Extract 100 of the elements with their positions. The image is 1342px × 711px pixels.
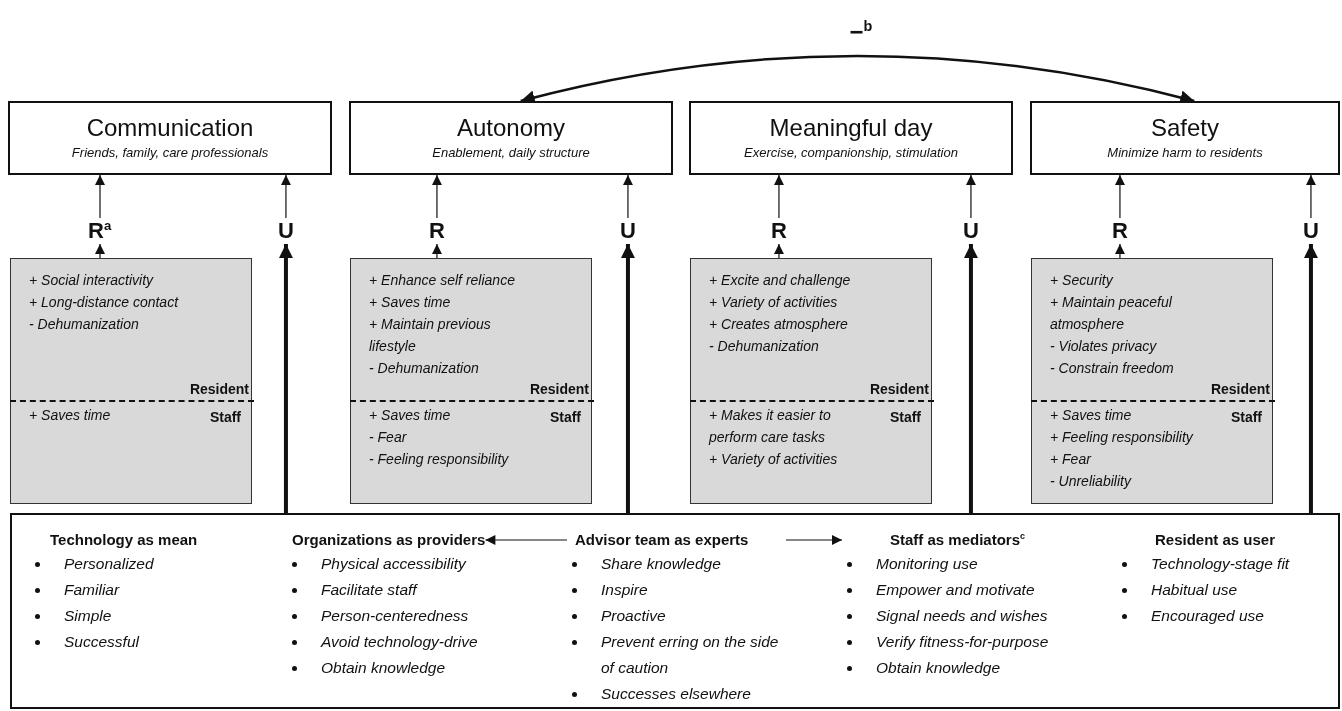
bullet-item: Successful (64, 632, 139, 652)
effect-item: - Fear (368, 428, 408, 447)
bullet-item: Empower and motivate (876, 580, 1035, 600)
effect-item: - Unreliability (1049, 472, 1133, 491)
bullet-item: Facilitate staff (321, 580, 417, 600)
column-heading: Staff as mediators$^{c}$ (890, 530, 1026, 550)
group-label: Staff (209, 408, 241, 426)
column-heading: Advisor team as experts (575, 530, 749, 550)
column-heading: Resident as user (1155, 530, 1276, 550)
bullet-item: Monitoring use (876, 554, 978, 574)
bullet-item: Personalized (64, 554, 154, 574)
effect-item: + Variety of activities (708, 293, 839, 312)
effect-item: + Variety of activities (708, 450, 839, 469)
letter-label: R (1112, 218, 1128, 244)
effect-item: + Saves time (368, 293, 452, 312)
bullet-item: Obtain knowledge (321, 658, 446, 678)
topic-box (8, 101, 332, 175)
arrow (95, 243, 105, 259)
group-label: Resident (1210, 380, 1270, 398)
bullet-item: Prevent erring on the side of caution (601, 632, 780, 678)
letter-label: R (771, 218, 787, 244)
group-label: Staff (549, 408, 581, 426)
bullet-item: Physical accessibility (321, 554, 466, 574)
arrow (1303, 244, 1318, 513)
group-label: Resident (869, 380, 929, 398)
effect-item: + Long-distance contact (28, 293, 180, 312)
effect-item: - Dehumanization (28, 315, 140, 334)
bullet-item: Person-centeredness (321, 606, 469, 626)
arrow (965, 174, 976, 219)
arrow (1114, 243, 1125, 259)
bullet-item: Avoid technology-drive (321, 632, 478, 652)
letter-label: R (429, 218, 445, 244)
column-heading: Organizations as providers (292, 530, 486, 550)
arrow (1305, 174, 1316, 219)
arrow (620, 244, 635, 513)
effects-panel (350, 258, 592, 504)
bullet-item: Successes elsewhere (601, 684, 751, 704)
arrow (278, 244, 293, 513)
box-subtitle: Enablement, daily structure (432, 144, 590, 162)
box-title: Safety (1150, 113, 1219, 143)
effect-item: + Saves time (368, 406, 452, 425)
effect-item: + Excite and challenge (708, 271, 852, 290)
edge-label: −$^{b}$ (849, 19, 873, 45)
group-label: Resident (529, 380, 589, 398)
arrow (484, 535, 568, 545)
effect-item: + Saves time (28, 406, 112, 425)
box-title: Autonomy (456, 113, 566, 143)
effect-item: - Feeling responsibility (368, 450, 510, 469)
arrow (773, 243, 784, 259)
bullet-item: Simple (64, 606, 112, 626)
letter-label: U (963, 218, 979, 244)
effect-item: + Security (1049, 271, 1115, 290)
effects-panel (690, 258, 932, 504)
effect-item: + Enhance self reliance (368, 271, 516, 290)
group-label: Staff (1230, 408, 1262, 426)
arrow (431, 174, 442, 219)
box-subtitle: Exercise, companionship, stimulation (744, 144, 958, 162)
bullet-item: Signal needs and wishes (876, 606, 1048, 626)
arrow (431, 243, 442, 259)
effect-item: + Creates atmosphere (708, 315, 849, 334)
box-subtitle: Minimize harm to residents (1107, 144, 1263, 162)
bullet-item: Obtain knowledge (876, 658, 1001, 678)
effect-item: + Fear (1049, 450, 1093, 469)
arrow (963, 244, 978, 513)
bullet-item: Familiar (64, 580, 120, 600)
effect-item: + Makes it easier to perform care tasks (707, 406, 832, 447)
effect-item: - Dehumanization (708, 337, 820, 356)
letter-label: R$^{a}$ (88, 218, 112, 244)
box-title: Meaningful day (769, 113, 933, 143)
column-heading: Technology as mean (50, 530, 198, 550)
box-title: Communication (86, 113, 254, 143)
bullet-item: Proactive (601, 606, 666, 626)
bullet-item: Verify fitness-for-purpose (876, 632, 1049, 652)
arrow (280, 174, 291, 219)
topic-box (349, 101, 673, 175)
arrow (622, 174, 633, 219)
effects-panel (1031, 258, 1273, 504)
group-label: Staff (889, 408, 921, 426)
topic-box (689, 101, 1013, 175)
effect-item: - Violates privacy (1049, 337, 1158, 356)
group-label: Resident (189, 380, 249, 398)
topic-box (1030, 101, 1340, 175)
bullet-item: Technology-stage fit (1151, 554, 1290, 574)
arrow (785, 535, 843, 545)
letter-label: U (620, 218, 636, 244)
effect-item: + Feeling responsibility (1049, 428, 1195, 447)
letter-label: U (278, 218, 294, 244)
box-subtitle: Friends, family, care professionals (71, 144, 269, 162)
effect-item: + Social interactivity (28, 271, 155, 290)
arrow (1114, 174, 1125, 219)
arrow (773, 174, 784, 219)
arrow (95, 174, 105, 219)
roles-box (10, 513, 1340, 709)
bullet-item: Share knowledge (601, 554, 721, 574)
effects-panel (10, 258, 252, 504)
effect-item: - Dehumanization (368, 359, 480, 378)
bullet-item: Habitual use (1151, 580, 1238, 600)
letter-label: U (1303, 218, 1319, 244)
effect-item: - Constrain freedom (1049, 359, 1175, 378)
effect-item: + Maintain peaceful atmosphere (1049, 293, 1173, 334)
